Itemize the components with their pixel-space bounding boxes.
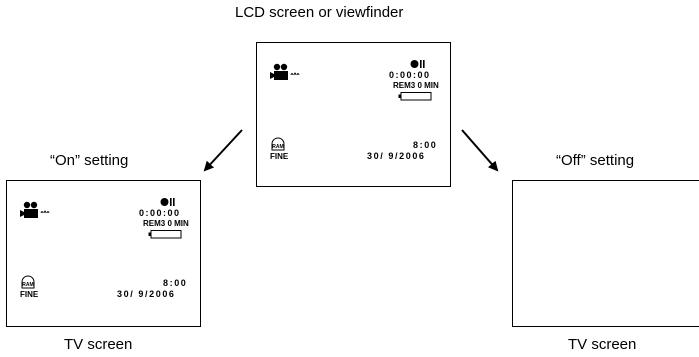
record-pause-icon: [410, 60, 425, 68]
camera-mode-icon: [270, 63, 300, 80]
arrow-to-on-setting: [203, 129, 243, 172]
record-pause-icon: [160, 198, 175, 206]
battery-icon: [398, 92, 432, 101]
ram-disc-icon: RAM: [21, 275, 35, 289]
label-tv-screen-left: TV screen: [64, 336, 133, 353]
svg-text:RAM: RAM: [272, 144, 283, 150]
clock-time: 8:00: [413, 140, 438, 150]
date-display: 30/ 9/2006: [367, 151, 426, 161]
remaining-time: REM3 0 MIN: [143, 219, 189, 228]
tv-screen-on: 0:00:00 REM3 0 MIN RAM FINE 8:00 30/ 9/2…: [6, 180, 201, 327]
tv-screen-off: [512, 180, 699, 327]
ram-disc-icon: RAM: [271, 137, 285, 151]
battery-icon: [148, 230, 182, 239]
date-display: 30/ 9/2006: [117, 289, 176, 299]
svg-text:RAM: RAM: [22, 282, 33, 288]
tape-counter: 0:00:00: [389, 70, 431, 80]
clock-time: 8:00: [163, 278, 188, 288]
remaining-time: REM3 0 MIN: [393, 81, 439, 90]
label-off-setting: “Off” setting: [556, 152, 635, 169]
camera-mode-icon: [20, 201, 50, 218]
quality-fine: FINE: [20, 290, 39, 299]
label-on-setting: “On” setting: [50, 152, 129, 169]
quality-fine: FINE: [270, 152, 289, 161]
label-tv-screen-right: TV screen: [568, 336, 637, 353]
tape-counter: 0:00:00: [139, 208, 181, 218]
lcd-screen-display: 0:00:00 REM3 0 MIN RAM FINE 8:00 30/ 9/2…: [256, 42, 451, 187]
arrow-to-off-setting: [461, 129, 499, 172]
label-lcd-screen-or-viewfinder: LCD screen or viewfinder: [235, 4, 404, 21]
